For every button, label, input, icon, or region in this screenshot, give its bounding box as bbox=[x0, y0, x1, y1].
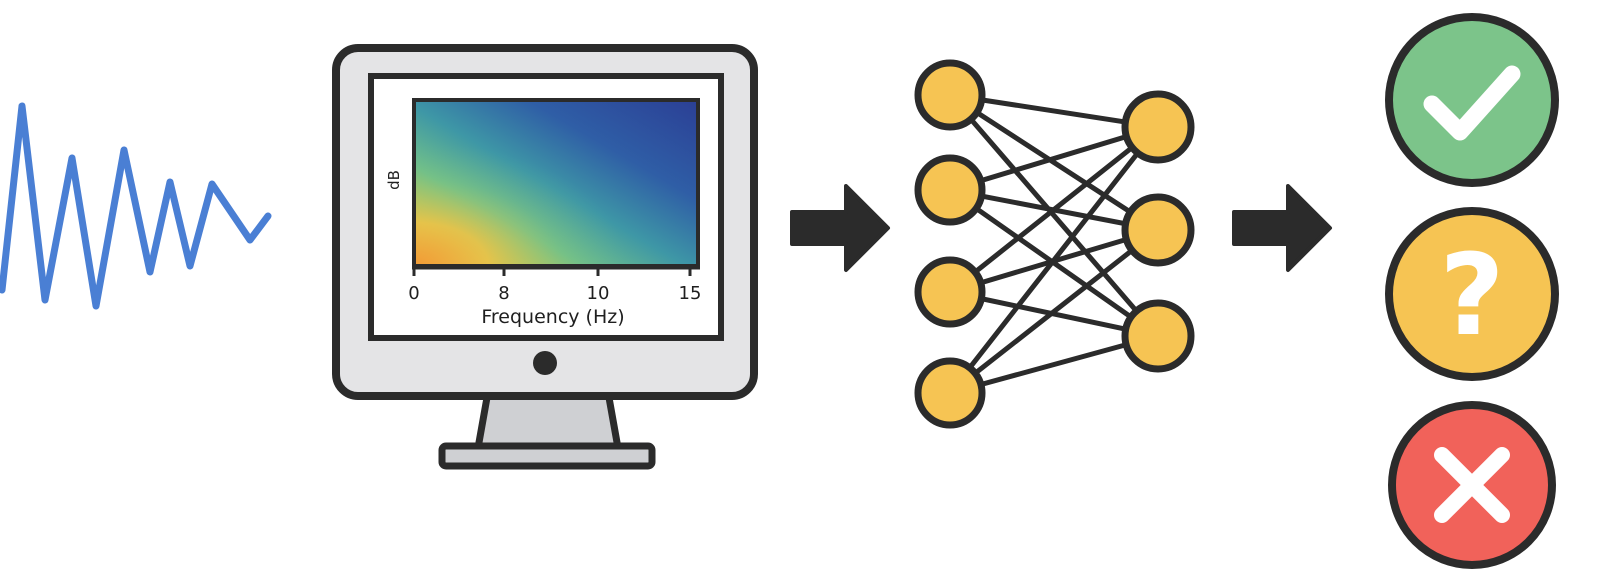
waveform-icon bbox=[0, 102, 272, 310]
input-node bbox=[914, 256, 986, 328]
input-node bbox=[914, 357, 986, 429]
spectrogram-heatmap bbox=[414, 100, 698, 266]
outcome-uncertain: ? bbox=[1385, 207, 1559, 381]
output-node bbox=[1121, 299, 1195, 373]
input-node bbox=[914, 59, 986, 131]
neural-network-icon bbox=[914, 59, 1195, 429]
output-node bbox=[1121, 193, 1195, 267]
power-button-icon bbox=[533, 351, 557, 375]
x-tick-label: 8 bbox=[498, 283, 509, 304]
output-layer bbox=[1121, 90, 1195, 373]
x-tick-label: 0 bbox=[408, 283, 419, 304]
input-layer bbox=[914, 59, 986, 429]
cross-icon bbox=[1434, 447, 1510, 523]
monitor-icon: 0 8 10 15 Frequency (Hz) dB bbox=[332, 44, 758, 470]
monitor-stand bbox=[474, 388, 622, 452]
spectrogram-plot: 0 8 10 15 Frequency (Hz) dB bbox=[385, 98, 702, 328]
y-axis-label: dB bbox=[385, 170, 403, 190]
monitor-base bbox=[438, 442, 656, 470]
check-icon bbox=[1423, 65, 1521, 141]
question-icon: ? bbox=[1440, 231, 1505, 361]
arrow-right-icon bbox=[790, 184, 890, 272]
x-tick-label: 15 bbox=[679, 283, 702, 304]
input-node bbox=[914, 154, 986, 226]
spectrogram-frame bbox=[412, 98, 700, 268]
x-axis-label: Frequency (Hz) bbox=[481, 306, 624, 328]
output-node bbox=[1121, 90, 1195, 164]
x-tick-label: 10 bbox=[587, 283, 610, 304]
arrow-right-icon bbox=[1232, 184, 1332, 272]
outcome-reject bbox=[1388, 401, 1556, 569]
outcome-accept bbox=[1385, 13, 1559, 187]
